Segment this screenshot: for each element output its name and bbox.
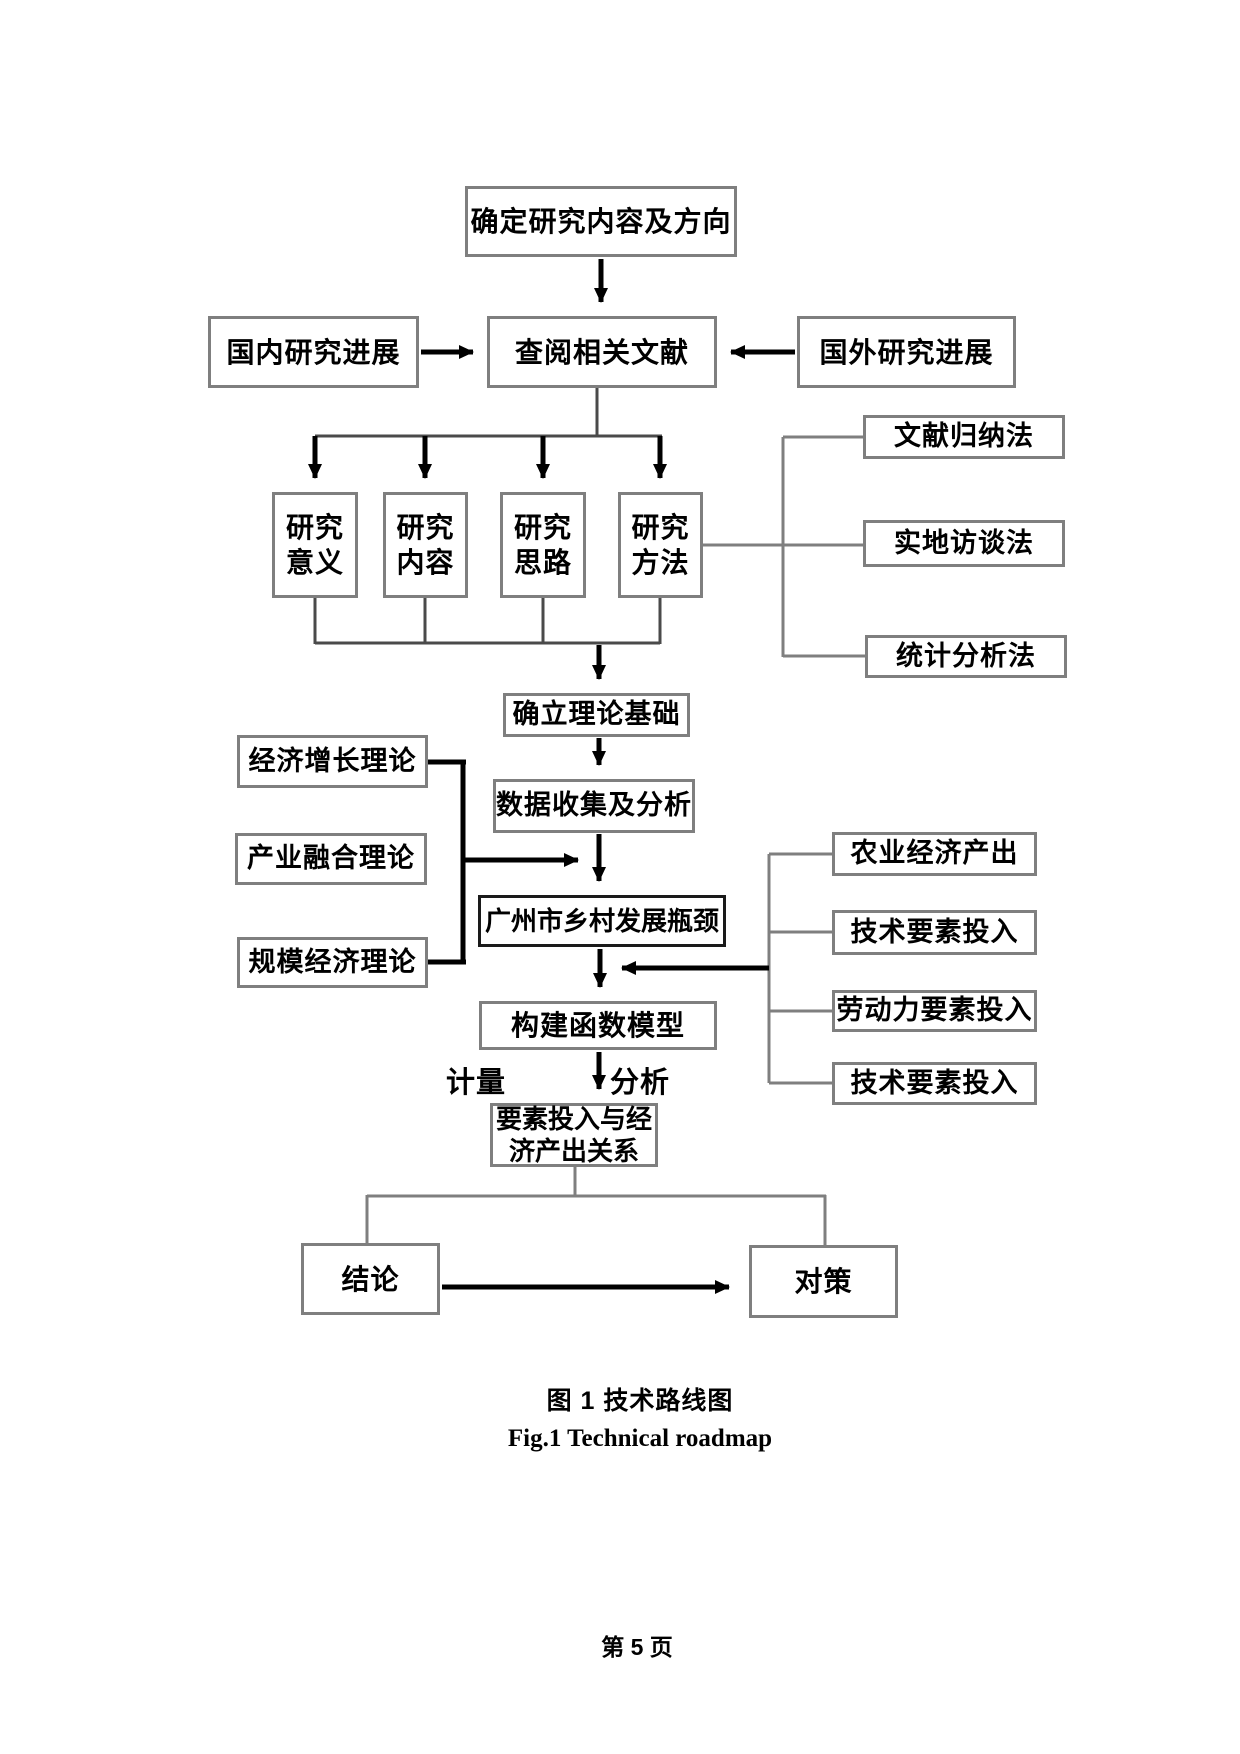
label-econometric-right: 分析	[610, 1067, 671, 1099]
node-labor-factor-input: 劳动力要素投入	[832, 990, 1037, 1032]
node-research-approach: 研究 思路	[500, 492, 586, 598]
node-factor-input-output-relation: 要素投入与经 济产出关系	[490, 1103, 658, 1167]
node-statistical-analysis-method: 统计分析法	[865, 635, 1067, 678]
node-domestic-progress: 国内研究进展	[208, 316, 419, 388]
node-research-significance: 研究 意义	[272, 492, 358, 598]
figure-caption-zh: 图 1 技术路线图	[546, 1387, 734, 1415]
node-industry-fusion-theory: 产业融合理论	[235, 833, 427, 885]
node-foreign-progress: 国外研究进展	[797, 316, 1016, 388]
theory-bracket-lines	[428, 759, 466, 965]
node-field-interview-method: 实地访谈法	[863, 520, 1065, 567]
arrow-lines	[308, 259, 795, 1294]
node-countermeasure: 对策	[749, 1245, 898, 1318]
node-scale-economy-theory: 规模经济理论	[237, 937, 428, 988]
node-data-collection-analysis: 数据收集及分析	[493, 779, 695, 833]
node-guangzhou-rural-bottleneck: 广州市乡村发展瓶颈	[478, 895, 726, 947]
node-economic-growth-theory: 经济增长理论	[237, 735, 428, 788]
node-theory-basis: 确立理论基础	[503, 693, 690, 737]
node-literature-induction-method: 文献归纳法	[863, 415, 1065, 459]
node-technical-factor-input-2: 技术要素投入	[832, 1062, 1037, 1105]
connector-lines-dark	[313, 388, 662, 645]
node-build-function-model: 构建函数模型	[479, 1001, 717, 1050]
node-conclusion: 结论	[301, 1243, 440, 1315]
node-agricultural-economic-output: 农业经济产出	[832, 832, 1037, 876]
node-research-method: 研究 方法	[618, 492, 703, 598]
figure-caption: 图 1 技术路线图 Fig.1 Technical roadmap	[20, 1381, 1240, 1453]
page-number: 第 5 页	[601, 1634, 673, 1660]
figure-caption-en: Fig.1 Technical roadmap	[507, 1425, 773, 1452]
node-determine-research: 确定研究内容及方向	[465, 186, 737, 257]
node-research-content: 研究 内容	[383, 492, 468, 598]
node-technical-factor-input-1: 技术要素投入	[832, 910, 1037, 955]
label-econometric-left: 计量	[446, 1067, 507, 1099]
node-review-literature: 查阅相关文献	[487, 316, 717, 388]
